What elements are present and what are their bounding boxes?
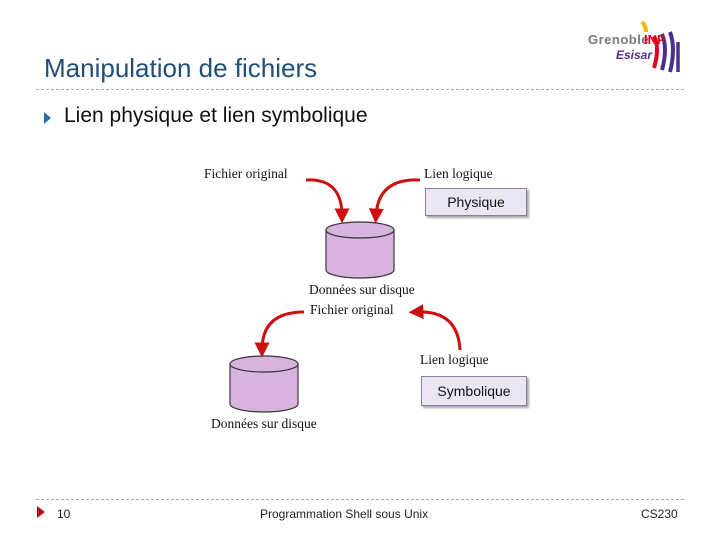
- label-disk-data-symbolic: Données sur disque: [211, 416, 317, 431]
- label-logical-link-physical: Lien logique: [424, 166, 493, 181]
- footer-divider: [36, 499, 684, 500]
- arrow-original-to-data-symbolic: [254, 310, 305, 358]
- physical-link-group: [305, 178, 421, 279]
- arrow-original-to-data-physical: [305, 178, 350, 224]
- disk-cylinder-physical: [325, 221, 395, 279]
- label-original-file-symbolic: Fichier original: [310, 302, 394, 317]
- logo-text-inp: INP: [644, 32, 666, 47]
- bullet-arrow-icon: [44, 112, 51, 124]
- slide-title: Manipulation de fichiers: [44, 53, 318, 83]
- logo-stripes-icon: [640, 20, 680, 73]
- footer-course-code: CS230: [641, 507, 678, 521]
- symbolic-label-box: Symbolique: [421, 376, 527, 406]
- label-disk-data-physical: Données sur disque: [309, 282, 415, 297]
- logo-text-grenoble: Grenoble: [588, 32, 650, 47]
- arrow-hardlink-to-data-physical: [368, 178, 421, 224]
- label-logical-link-symbolic: Lien logique: [420, 352, 489, 367]
- label-original-file-physical: Fichier original: [204, 166, 288, 181]
- bullet-text: Lien physique et lien symbolique: [64, 104, 368, 127]
- logo-text-esisar: Esisar: [616, 48, 653, 62]
- physical-label-box: Physique: [425, 188, 527, 216]
- page-number: 10: [57, 507, 71, 521]
- disk-cylinder-symbolic: [229, 355, 299, 413]
- arrow-symlink-to-original: [408, 304, 462, 351]
- footer-course-title: Programmation Shell sous Unix: [260, 507, 429, 521]
- grenoble-inp-esisar-logo: Grenoble INP Esisar: [580, 14, 690, 84]
- symbolic-link-group: [229, 304, 462, 413]
- footer-arrow-icon: [37, 506, 45, 518]
- title-divider: [36, 89, 684, 90]
